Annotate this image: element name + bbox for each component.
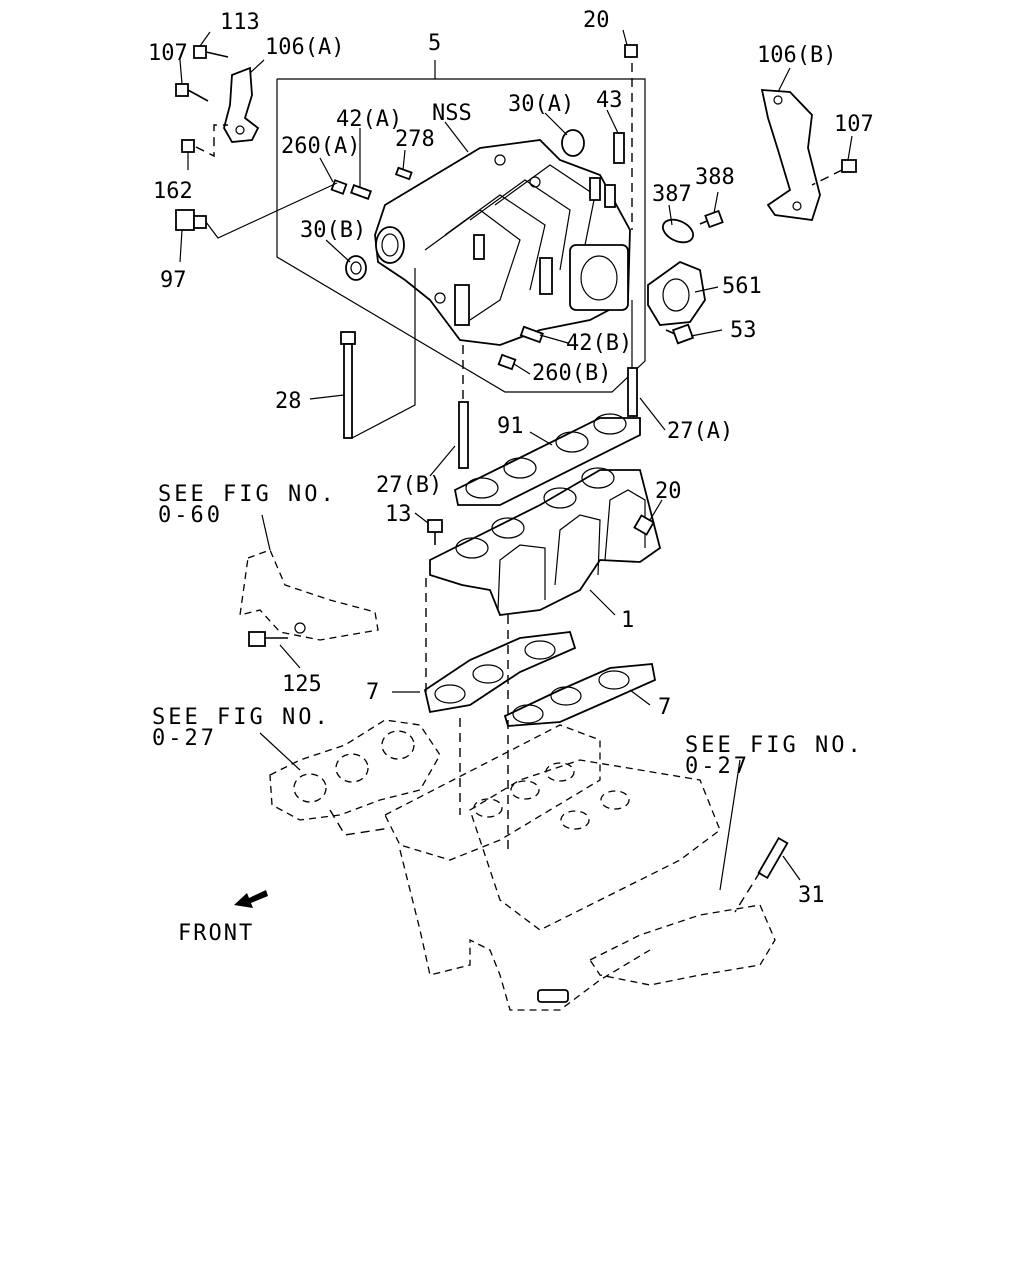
- ref-fig-027b-line1: SEE FIG NO.: [685, 733, 864, 758]
- exhaust-manifold-left-ghost: [259, 719, 441, 836]
- bolt-107-right: [811, 159, 857, 186]
- plenum-small-parts: [330, 44, 724, 371]
- callout-5: 5: [428, 31, 441, 56]
- callout-42a: 42(A): [336, 107, 402, 132]
- ref-fig-060-line2: 0-60: [158, 503, 223, 528]
- seal-30b: [345, 255, 367, 281]
- upper-plenum: [374, 139, 631, 346]
- callout-20-top: 20: [583, 8, 610, 33]
- callout-278: 278: [395, 127, 435, 152]
- callout-107-right: 107: [834, 112, 874, 137]
- bolt-13: [427, 519, 443, 545]
- callout-31: 31: [798, 883, 825, 908]
- sensor-97: [175, 209, 207, 231]
- bolt-125: [248, 631, 288, 647]
- callout-97: 97: [160, 268, 187, 293]
- bolt-107-left: [175, 83, 209, 102]
- bolt-113: [193, 45, 229, 59]
- stud-28: [340, 268, 416, 439]
- leader-lines: [179, 29, 853, 881]
- front-indicator: FRONT: [178, 890, 268, 946]
- callout-42b: 42(B): [566, 331, 632, 356]
- callout-113: 113: [220, 10, 260, 35]
- ref-fig-027b-line2: 0-27: [685, 754, 750, 779]
- callout-107-left: 107: [148, 41, 188, 66]
- callout-106b: 106(B): [757, 43, 836, 68]
- callout-1: 1: [621, 608, 634, 633]
- callout-125: 125: [282, 672, 322, 697]
- nut-162: [181, 139, 195, 153]
- stud-43: [613, 132, 625, 164]
- ref-fig-060-line1: SEE FIG NO.: [158, 482, 337, 507]
- callout-28: 28: [275, 389, 302, 414]
- callout-260b: 260(B): [532, 361, 611, 386]
- cap-30a: [561, 129, 585, 157]
- callout-27a: 27(A): [667, 419, 733, 444]
- sensor-31: [734, 836, 789, 913]
- callout-561: 561: [722, 274, 762, 299]
- lower-intake-manifold: [427, 467, 662, 616]
- bracket-106b: [760, 89, 821, 221]
- callout-7-right: 7: [658, 695, 671, 720]
- callout-20-side: 20: [655, 479, 682, 504]
- callout-387: 387: [652, 182, 692, 207]
- engine-block-ghost: [384, 578, 776, 1011]
- ref-fig-027a-line2: 0-27: [152, 726, 217, 751]
- stud-27a: [627, 367, 638, 417]
- bracket-106a-group: [175, 45, 338, 239]
- gaskets-7: [423, 631, 657, 727]
- bracket-106a: [223, 66, 260, 143]
- callout-27b: 27(B): [376, 473, 442, 498]
- bracket-106b-group: [760, 89, 857, 221]
- front-label: FRONT: [178, 921, 254, 946]
- callout-162: 162: [153, 179, 193, 204]
- callout-53: 53: [730, 318, 757, 343]
- reference-notes: SEE FIG NO. 0-60 SEE FIG NO. 0-27 SEE FI…: [152, 482, 864, 779]
- plenum-assembly-outline: [276, 60, 646, 393]
- ref-fig-027a-line1: SEE FIG NO.: [152, 705, 331, 730]
- callout-30a: 30(A): [508, 92, 574, 117]
- arrow-down-left-icon: [234, 890, 268, 908]
- gasket-91: [453, 413, 641, 506]
- nut-20-top: [624, 44, 638, 58]
- callout-30b: 30(B): [300, 218, 366, 243]
- callout-13: 13: [385, 502, 412, 527]
- callout-260a: 260(A): [281, 134, 360, 159]
- callout-7-left: 7: [366, 680, 379, 705]
- callout-106a: 106(A): [265, 35, 344, 60]
- callout-nss: NSS: [432, 101, 472, 126]
- pin-42a: [350, 184, 372, 200]
- bracket-0-60-ghost: [239, 514, 379, 647]
- callout-91: 91: [497, 414, 524, 439]
- pin-260b: [497, 353, 517, 371]
- gasket-561: [647, 260, 706, 326]
- bolt-388: [699, 209, 724, 229]
- bolt-53: [665, 323, 695, 345]
- callout-labels: 113 107 106(A) 5 20 106(B) 107 42(A) NSS…: [148, 8, 874, 908]
- gasket-387: [661, 218, 695, 244]
- pin-260a: [330, 179, 348, 195]
- pin-278: [394, 166, 413, 181]
- nut-20-side: [633, 514, 655, 536]
- callout-43: 43: [596, 88, 623, 113]
- studs-27: [458, 63, 638, 469]
- stud-27b: [458, 401, 469, 469]
- pin-42b: [519, 325, 544, 344]
- callout-388: 388: [695, 165, 735, 190]
